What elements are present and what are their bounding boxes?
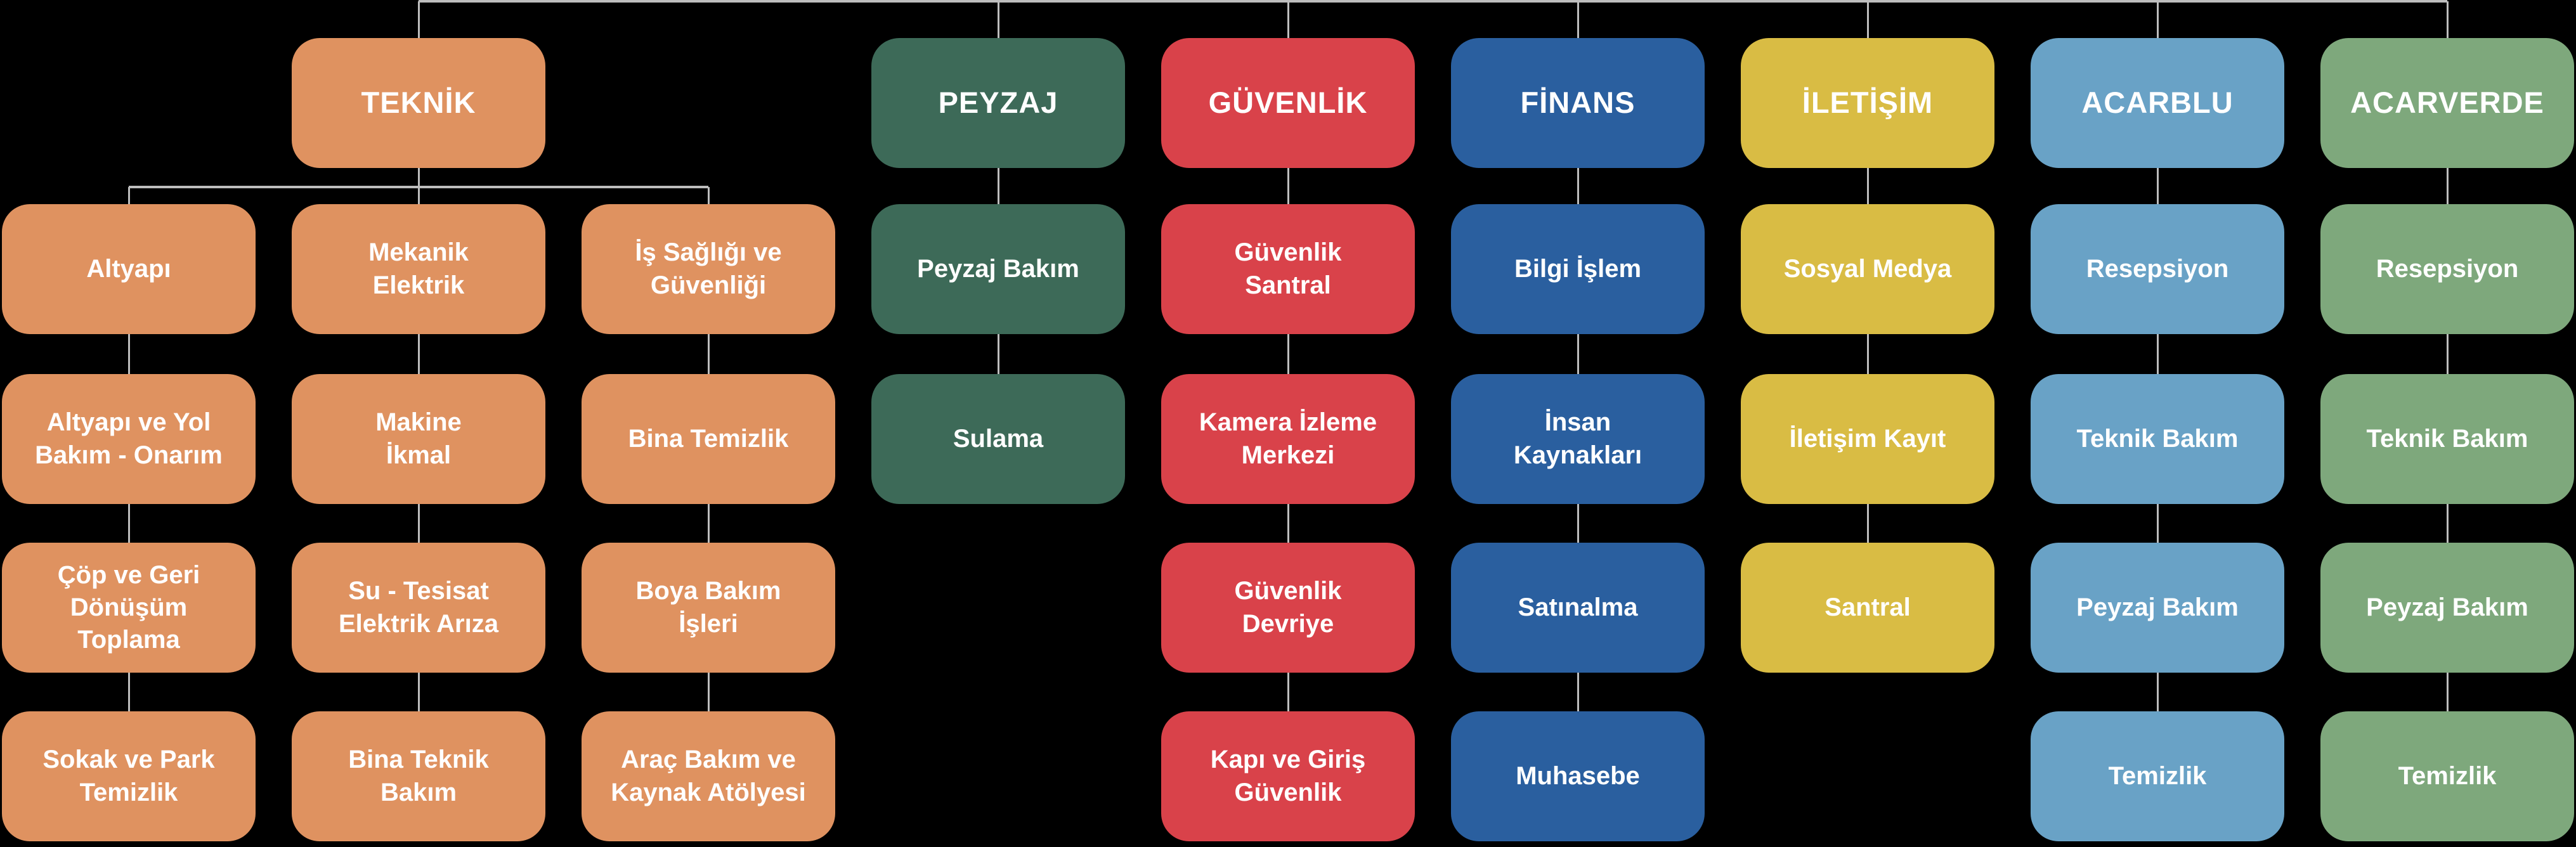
connector-teknik-sub-right-2-3 [707, 504, 710, 543]
connector-trunk-stub-teknik [417, 1, 420, 38]
connector-acarverde-2-3 [2446, 504, 2449, 543]
org-node-guvenlik-row2: Kamera İzleme Merkezi [1161, 374, 1415, 504]
org-node-acarblu-row4: Temizlik [2031, 711, 2284, 841]
org-node-iletisim-row3: Santral [1741, 543, 1994, 673]
org-node-peyzaj-row1: Peyzaj Bakım [871, 204, 1125, 334]
connector-acarblu-1-2 [2156, 334, 2159, 374]
org-node-peyzaj-row2: Sulama [871, 374, 1125, 504]
connector-trunk [419, 0, 2447, 3]
org-node-finans-header: FİNANS [1451, 38, 1705, 168]
connector-teknik-branch-stub-right [707, 187, 710, 204]
org-node-teknik-row2: Makine İkmal [292, 374, 545, 504]
org-node-iletisim-row2: İletişim Kayıt [1741, 374, 1994, 504]
connector-trunk-stub-guvenlik [1287, 1, 1289, 38]
connector-finans-2-3 [1577, 504, 1579, 543]
connector-trunk-stub-acarverde [2446, 1, 2449, 38]
org-node-acarblu-row2: Teknik Bakım [2031, 374, 2284, 504]
connector-acarverde-3-4 [2446, 673, 2449, 711]
org-node-acarverde-row3: Peyzaj Bakım [2320, 543, 2574, 673]
connector-acarblu-0-1 [2156, 168, 2159, 204]
connector-trunk-stub-acarblu [2156, 1, 2159, 38]
connector-teknik-sub-left-3-4 [127, 673, 130, 711]
org-node-guvenlik-header: GÜVENLİK [1161, 38, 1415, 168]
org-node-finans-row3: Satınalma [1451, 543, 1705, 673]
org-node-acarverde-row2: Teknik Bakım [2320, 374, 2574, 504]
connector-iletisim-0-1 [1866, 168, 1869, 204]
org-node-teknik-sub-right-row3: Boya Bakım İşleri [582, 543, 835, 673]
org-node-iletisim-row1: Sosyal Medya [1741, 204, 1994, 334]
org-node-teknik-sub-right-row4: Araç Bakım ve Kaynak Atölyesi [582, 711, 835, 841]
org-node-finans-row4: Muhasebe [1451, 711, 1705, 841]
org-node-teknik-sub-left-row4: Sokak ve Park Temizlik [2, 711, 256, 841]
org-node-teknik-row4: Bina Teknik Bakım [292, 711, 545, 841]
connector-teknik-1-2 [417, 334, 420, 374]
connector-iletisim-2-3 [1866, 504, 1869, 543]
org-node-teknik-header: TEKNİK [292, 38, 545, 168]
connector-guvenlik-2-3 [1287, 504, 1289, 543]
org-node-teknik-sub-right-row1: İş Sağlığı ve Güvenliği [582, 204, 835, 334]
org-node-guvenlik-row4: Kapı ve Giriş Güvenlik [1161, 711, 1415, 841]
org-node-guvenlik-row3: Güvenlik Devriye [1161, 543, 1415, 673]
org-node-acarblu-row3: Peyzaj Bakım [2031, 543, 2284, 673]
org-node-teknik-row3: Su - Tesisat Elektrik Arıza [292, 543, 545, 673]
org-node-acarverde-header: ACARVERDE [2320, 38, 2574, 168]
connector-guvenlik-0-1 [1287, 168, 1289, 204]
org-node-acarverde-row4: Temizlik [2320, 711, 2574, 841]
org-node-acarblu-header: ACARBLU [2031, 38, 2284, 168]
org-node-teknik-row1: Mekanik Elektrik [292, 204, 545, 334]
connector-teknik-branch-stub-left [127, 187, 130, 204]
connector-finans-3-4 [1577, 673, 1579, 711]
org-node-iletisim-header: İLETİŞİM [1741, 38, 1994, 168]
connector-iletisim-1-2 [1866, 334, 1869, 374]
connector-teknik-3-4 [417, 673, 420, 711]
connector-acarverde-0-1 [2446, 168, 2449, 204]
org-node-teknik-sub-right-row2: Bina Temizlik [582, 374, 835, 504]
connector-trunk-stub-finans [1577, 1, 1579, 38]
org-node-teknik-sub-left-row1: Altyapı [2, 204, 256, 334]
connector-teknik-2-3 [417, 504, 420, 543]
connector-trunk-stub-peyzaj [997, 1, 999, 38]
connector-peyzaj-0-1 [997, 168, 999, 204]
org-node-acarverde-row1: Resepsiyon [2320, 204, 2574, 334]
org-node-teknik-sub-left-row2: Altyapı ve Yol Bakım - Onarım [2, 374, 256, 504]
org-node-finans-row2: İnsan Kaynakları [1451, 374, 1705, 504]
connector-finans-0-1 [1577, 168, 1579, 204]
connector-acarblu-2-3 [2156, 504, 2159, 543]
connector-teknik-sub-right-1-2 [707, 334, 710, 374]
connector-teknik-sub-right-3-4 [707, 673, 710, 711]
org-node-finans-row1: Bilgi İşlem [1451, 204, 1705, 334]
connector-teknik-sub-left-2-3 [127, 504, 130, 543]
connector-acarverde-1-2 [2446, 334, 2449, 374]
connector-guvenlik-1-2 [1287, 334, 1289, 374]
connector-guvenlik-3-4 [1287, 673, 1289, 711]
org-node-acarblu-row1: Resepsiyon [2031, 204, 2284, 334]
connector-finans-1-2 [1577, 334, 1579, 374]
org-node-guvenlik-row1: Güvenlik Santral [1161, 204, 1415, 334]
org-node-teknik-sub-left-row3: Çöp ve Geri Dönüşüm Toplama [2, 543, 256, 673]
connector-teknik-sub-left-1-2 [127, 334, 130, 374]
org-node-peyzaj-header: PEYZAJ [871, 38, 1125, 168]
connector-teknik-branch-rail [129, 186, 708, 188]
connector-trunk-stub-iletisim [1866, 1, 1869, 38]
connector-acarblu-3-4 [2156, 673, 2159, 711]
connector-peyzaj-1-2 [997, 334, 999, 374]
